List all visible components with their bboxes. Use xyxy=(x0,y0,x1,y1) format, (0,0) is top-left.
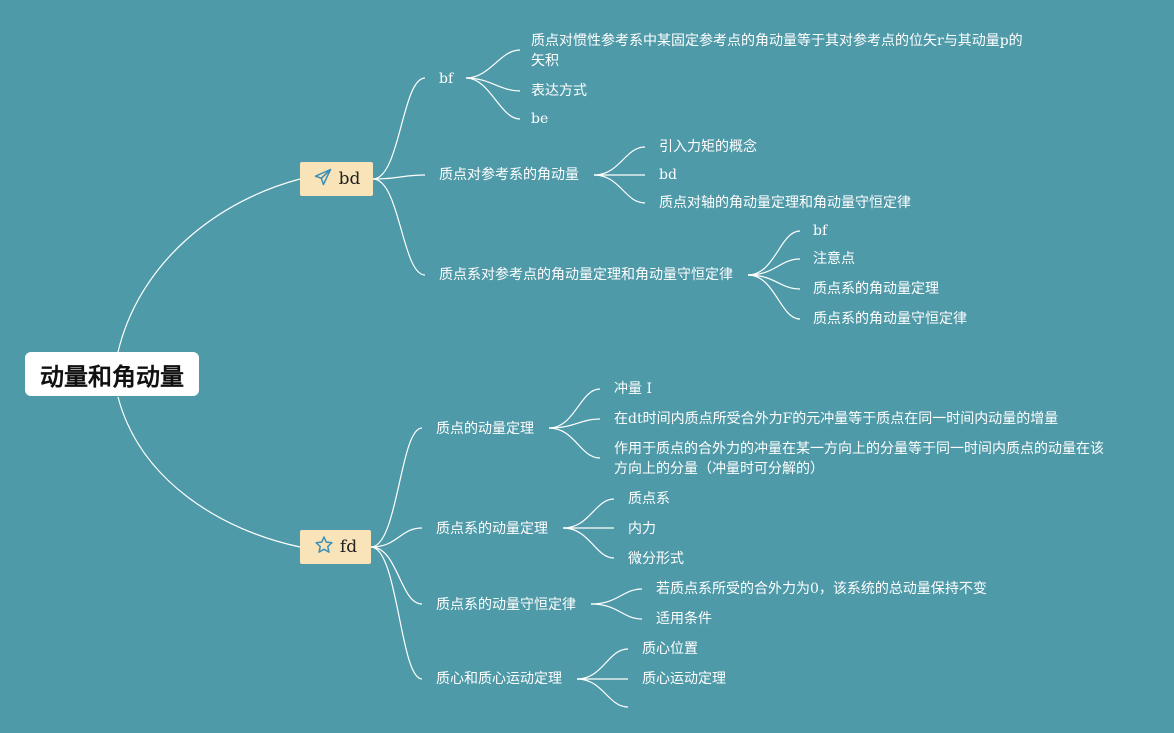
subtopic-angular-momentum-definition[interactable]: 质点对惯性参考系中某固定参考点的角动量等于其对参考点的位矢r与其动量p的矢积 xyxy=(531,33,1023,69)
subtopic-internal-force[interactable]: 内力 xyxy=(628,521,656,537)
subtopic-applicable-conditions[interactable]: 适用条件 xyxy=(656,611,712,627)
topic-momentum-conservation[interactable]: 质点系的动量守恒定律 xyxy=(436,597,576,613)
topic-system-momentum-theorem[interactable]: 质点系的动量定理 xyxy=(436,521,548,537)
root-node[interactable]: 动量和角动量 xyxy=(25,352,199,396)
subtopic-element-impulse[interactable]: 在dt时间内质点所受合外力F的元冲量等于质点在同一时间内动量的增量 xyxy=(614,411,1059,427)
topic-system-angular-momentum[interactable]: 质点系对参考点的角动量定理和角动量守恒定律 xyxy=(439,267,733,283)
subtopic-bf[interactable]: bf xyxy=(813,223,828,239)
subtopic-axis-angular-momentum[interactable]: 质点对轴的角动量定理和角动量守恒定律 xyxy=(659,195,911,211)
topic-center-of-mass[interactable]: 质心和质心运动定理 xyxy=(436,671,562,687)
subtopic-notes[interactable]: 注意点 xyxy=(813,251,855,267)
subtopic-system-angular-conservation[interactable]: 质点系的角动量守恒定律 xyxy=(813,311,967,327)
root-label: 动量和角动量 xyxy=(40,362,184,391)
branch-fd-label: fd xyxy=(339,537,358,557)
paper-plane-icon xyxy=(313,167,333,192)
branch-bd[interactable]: bd xyxy=(300,162,373,196)
subtopic-impulse-component[interactable]: 作用于质点的合外力的冲量在某一方向上的分量等于同一时间内质点的动量在该方向上的分… xyxy=(614,441,1104,477)
subtopic-particle-system[interactable]: 质点系 xyxy=(628,491,670,507)
branch-fd[interactable]: fd xyxy=(300,530,371,564)
branch-bd-label: bd xyxy=(338,169,361,189)
topic-particle-momentum-theorem[interactable]: 质点的动量定理 xyxy=(436,421,534,437)
subtopic-zero-net-force[interactable]: 若质点系所受的合外力为0，该系统的总动量保持不变 xyxy=(656,581,987,597)
subtopic-torque-concept[interactable]: 引入力矩的概念 xyxy=(659,139,757,155)
subtopic-impulse[interactable]: 冲量 I xyxy=(614,381,652,397)
subtopic-differential-form[interactable]: 微分形式 xyxy=(628,551,684,567)
subtopic-center-of-mass-position[interactable]: 质心位置 xyxy=(642,641,698,657)
star-icon xyxy=(314,535,334,560)
topic-particle-angular-momentum[interactable]: 质点对参考系的角动量 xyxy=(439,167,579,183)
subtopic-bd[interactable]: bd xyxy=(659,167,677,183)
subtopic-be[interactable]: be xyxy=(531,111,549,127)
subtopic-expression[interactable]: 表达方式 xyxy=(531,83,587,99)
subtopic-center-of-mass-motion[interactable]: 质心运动定理 xyxy=(642,671,726,687)
subtopic-system-angular-theorem[interactable]: 质点系的角动量定理 xyxy=(813,281,939,297)
topic-bf[interactable]: bf xyxy=(439,71,454,87)
